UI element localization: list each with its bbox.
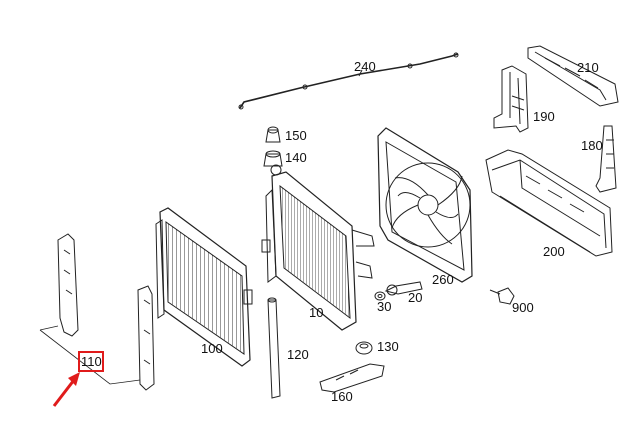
label-260: 260	[432, 272, 454, 287]
part-140-cap	[263, 150, 283, 167]
part-210-air-guide	[527, 45, 619, 107]
label-900: 900	[512, 300, 534, 315]
part-10-radiator	[261, 164, 375, 331]
part-130-plug	[355, 341, 373, 355]
part-120-pipe	[267, 297, 281, 399]
label-240: 240	[354, 59, 376, 74]
label-20: 20	[408, 290, 423, 305]
label-110: 110	[81, 354, 102, 369]
highlight-box-110	[78, 351, 104, 372]
label-200: 200	[543, 244, 565, 259]
label-130: 130	[377, 339, 399, 354]
label-100: 100	[201, 341, 223, 356]
label-140: 140	[285, 150, 307, 165]
part-900-sensor	[489, 287, 515, 305]
part-190-side-duct	[493, 65, 529, 133]
label-160: 160	[331, 389, 353, 404]
part-180-bracket	[595, 125, 617, 193]
label-30: 30	[377, 299, 392, 314]
label-210: 210	[577, 60, 599, 75]
part-200-lower-duct	[485, 149, 613, 257]
part-100-condenser	[155, 207, 253, 367]
part-30-washer	[374, 291, 386, 301]
pointer-arrow	[52, 372, 80, 407]
part-260-fan-shroud	[377, 127, 473, 283]
label-120: 120	[287, 347, 309, 362]
part-20-bolt	[384, 281, 423, 296]
part-150-cap	[265, 126, 281, 143]
label-180: 180	[581, 138, 603, 153]
label-150: 150	[285, 128, 307, 143]
part-160-bracket	[319, 363, 385, 393]
label-10: 10	[309, 305, 324, 320]
part-240-cable	[238, 52, 459, 110]
part-110-side-panel	[39, 233, 155, 391]
label-190: 190	[533, 109, 555, 124]
